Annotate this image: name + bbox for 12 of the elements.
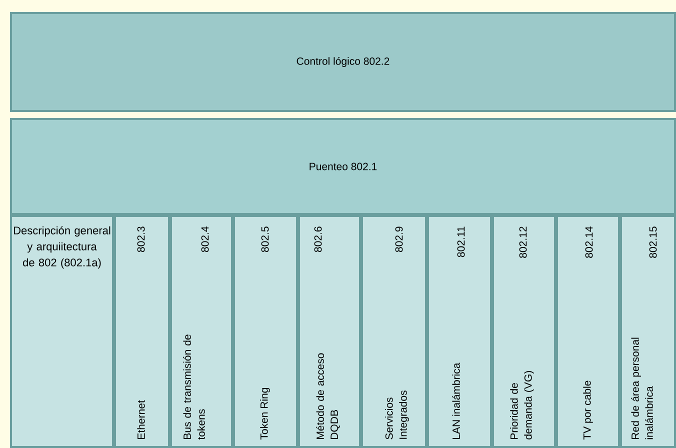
standard-column: 802.14 TV por cable bbox=[556, 215, 620, 448]
standard-column: 802.3 Ethernet bbox=[114, 215, 170, 448]
standard-column: 802.12 Prioridad de demanda (VG) bbox=[492, 215, 556, 448]
standard-column: 802.6 Método de acceso DQDB bbox=[298, 215, 361, 448]
standard-column: 802.11 LAN inalámbrica bbox=[427, 215, 492, 448]
standard-column: 802.15 Red de área personal inalámbrica bbox=[620, 215, 676, 448]
standard-column: 802.9 Servicios Integrados bbox=[361, 215, 427, 448]
standard-column: 802.4 Bus de transmisión de tokens bbox=[170, 215, 233, 448]
layer-band: Puenteo 802.1 bbox=[10, 118, 676, 215]
standard-column: Descripción general y arquiitectura de 802 (802.1a) bbox=[10, 215, 114, 448]
layer-band: Control lógico 802.2 bbox=[10, 12, 676, 112]
standard-column: 802.5 Token Ring bbox=[233, 215, 298, 448]
